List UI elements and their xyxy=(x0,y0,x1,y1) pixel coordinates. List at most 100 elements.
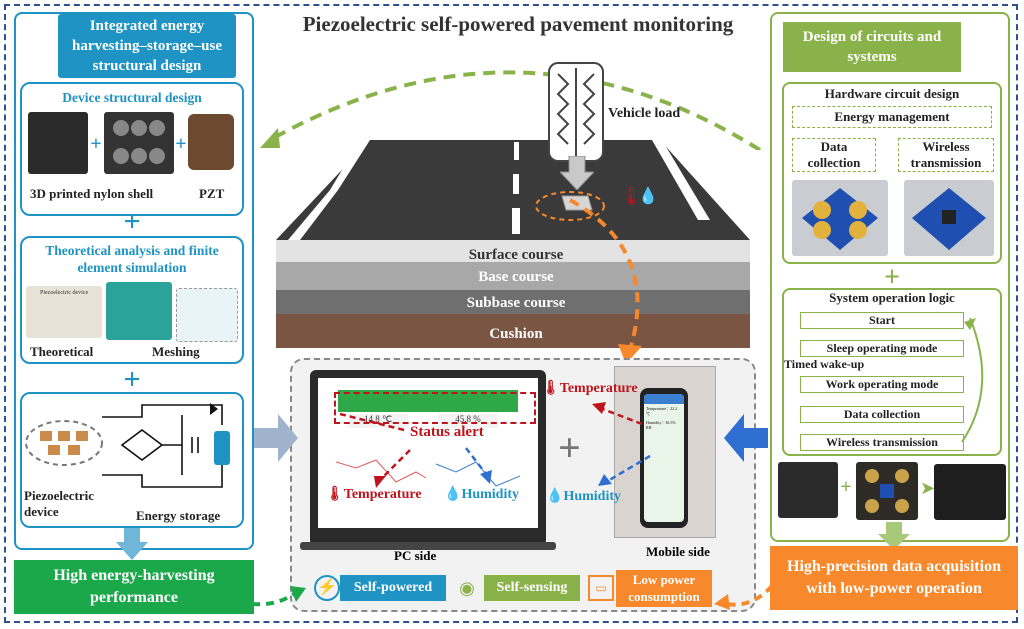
right-panel-header: Design of circuits and systems xyxy=(783,22,961,72)
cushion-label: Cushion xyxy=(489,326,543,342)
logic-loop-arrow xyxy=(961,318,984,443)
pcb-front-photo xyxy=(792,180,888,256)
low-power-icon: ▭ xyxy=(588,575,614,601)
orange-dashed-arrow xyxy=(714,584,774,610)
green-dashed-arrow xyxy=(251,586,306,607)
plus-icon: + xyxy=(558,425,581,470)
plus-icon: + xyxy=(175,133,187,155)
nylon-shell-photo xyxy=(28,112,88,174)
droplet-icon: 💧 xyxy=(638,188,658,205)
step-data-collection: Data collection xyxy=(800,406,964,423)
hardware-box xyxy=(782,82,1002,264)
wireless-transmission-box: Wireless transmission xyxy=(898,138,994,172)
plus-icon: + xyxy=(884,262,900,293)
eye-icon: ◉ xyxy=(459,578,475,598)
self-sensing-badge: Self-sensing xyxy=(484,575,580,601)
road-diagram xyxy=(276,140,750,348)
surface-course-label: Surface course xyxy=(468,247,564,263)
phone-temp: Temperature：22.2 ℃ xyxy=(646,406,678,416)
load-arrow-icon xyxy=(560,156,594,190)
step-work: Work operating mode xyxy=(800,376,964,393)
circuit-diagram xyxy=(25,403,230,488)
meshing-label: Meshing xyxy=(152,344,200,359)
thermometer-icon: 🌡 xyxy=(542,381,560,396)
timed-wake-up-label: Timed wake-up xyxy=(784,357,865,372)
right-panel xyxy=(770,12,1010,542)
phone-humidity: Humidity：36.5% RH xyxy=(646,420,676,430)
mesh-photo xyxy=(106,282,172,340)
pc-humidity-label: 💧Humidity xyxy=(444,487,520,502)
left-panel-header: Integrated energy harvesting–storage–use… xyxy=(58,14,236,78)
logic-title: System operation logic xyxy=(829,290,955,305)
pcb-back-photo xyxy=(904,180,994,256)
pzt-label: PZT xyxy=(199,186,225,201)
pc-side-label: PC side xyxy=(394,548,437,563)
logic-box xyxy=(782,288,1002,456)
mesh-detail-photo xyxy=(176,288,238,342)
energy-harvesting-result: High energy-harvesting performance xyxy=(14,560,254,614)
phone-humidity-label: 💧Humidity xyxy=(546,489,622,504)
thermometer-icon: 🌡 xyxy=(620,186,643,206)
packaged-device-photo xyxy=(934,464,1006,520)
humidity-arrow xyxy=(465,447,492,484)
outer-frame xyxy=(4,4,1018,623)
orange-signal-arrow xyxy=(569,198,642,364)
laptop-base xyxy=(300,542,556,550)
screen-humidity: 45.8 % xyxy=(438,414,498,428)
hardware-title: Hardware circuit design xyxy=(824,86,960,101)
phone-temperature-label: 🌡Temperature xyxy=(542,381,638,396)
phone-screen: Temperature：22.2 ℃ Humidity：36.5% RH xyxy=(644,394,684,522)
device-design-box xyxy=(20,82,244,216)
down-arrow-icon xyxy=(878,522,910,550)
phone-temp-arrow xyxy=(592,402,643,426)
pc-temperature-label: 🌡Temperature xyxy=(326,487,422,502)
self-powered-badge: Self-powered xyxy=(340,575,446,601)
step-sleep: Sleep operating mode xyxy=(800,340,964,357)
theory-title: Theoretical analysis and finite element … xyxy=(45,243,219,275)
lightning-icon: ⚡ xyxy=(314,575,340,601)
step-start: Start xyxy=(800,312,964,329)
data-collection-box: Data collection xyxy=(792,138,876,172)
energy-management-box: Energy management xyxy=(792,106,992,128)
base-course-label: Base course xyxy=(478,269,554,285)
plus-icon: + xyxy=(840,476,852,498)
status-alert-label: Status alert xyxy=(410,424,484,440)
theoretical-label: Theoretical xyxy=(30,344,94,359)
shell-photo xyxy=(778,462,838,518)
piezo-device-label: Piezoelectric device xyxy=(24,488,94,519)
assembled-device-photo xyxy=(856,462,918,520)
thermometer-icon: 🌡 xyxy=(326,487,344,502)
left-to-center-arrow-icon xyxy=(254,414,298,462)
arrow-right-icon: ➤ xyxy=(920,478,936,498)
tiny-piezo-label: Piezoelectric device xyxy=(40,290,89,296)
top-arrows xyxy=(260,70,762,150)
data-acquisition-result: High-precision data acquisition with low… xyxy=(770,546,1018,610)
plus-icon: + xyxy=(123,205,141,238)
mobile-side-label: Mobile side xyxy=(646,544,710,559)
down-arrow-icon xyxy=(116,528,148,560)
laptop-screen: 14.8 ℃ 45.8 % xyxy=(318,378,538,528)
status-alert-box xyxy=(334,392,536,424)
vehicle-load-label: Vehicle load xyxy=(608,106,681,121)
phone-humidity-arrow xyxy=(598,454,651,486)
right-to-center-arrow-icon xyxy=(724,414,768,462)
screen-temp: 14.8 ℃ xyxy=(348,414,408,428)
subbase-course-label: Subbase course xyxy=(466,295,566,311)
energy-storage-label: Energy storage xyxy=(136,508,221,523)
droplet-icon: 💧 xyxy=(546,489,564,504)
theory-box xyxy=(20,236,244,364)
plus-icon: + xyxy=(90,133,102,155)
tire-icon xyxy=(548,62,604,162)
theory-photo xyxy=(26,286,102,338)
device-design-title: Device structural design xyxy=(62,90,202,105)
pzt-photo xyxy=(188,114,234,170)
plus-icon: + xyxy=(123,363,141,396)
droplet-icon: 💧 xyxy=(444,487,462,502)
shell-cutaway-photo xyxy=(104,112,174,174)
step-wireless: Wireless transmission xyxy=(800,434,964,451)
alert-arrows xyxy=(339,412,411,488)
shell-label: 3D printed nylon shell xyxy=(30,186,154,201)
page-title: Piezoelectric self-powered pavement moni… xyxy=(302,12,734,36)
low-power-badge: Low power consumption xyxy=(616,570,712,607)
energy-storage-box xyxy=(20,392,244,528)
